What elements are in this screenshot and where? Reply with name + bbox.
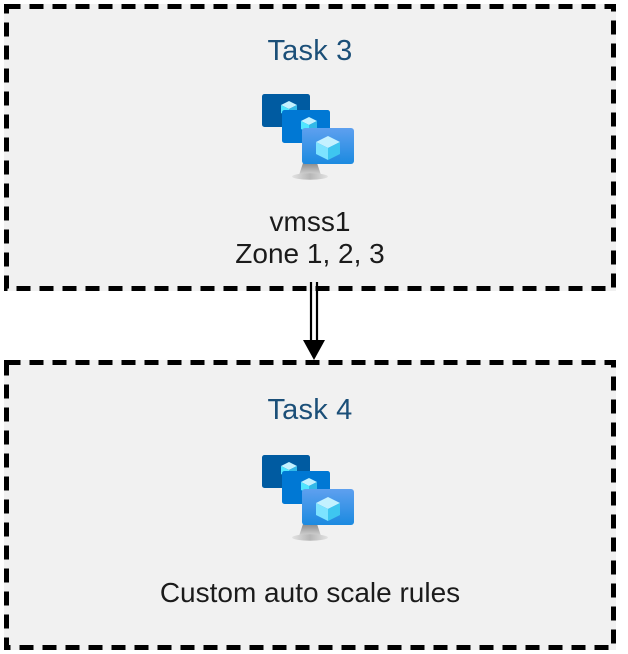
task-title-task3: Task 3 bbox=[267, 35, 353, 67]
task-title-task4: Task 4 bbox=[267, 394, 353, 426]
task-caption-task4: Custom auto scale rules bbox=[159, 577, 461, 608]
arrowhead-icon bbox=[303, 340, 325, 360]
task-box-task4[interactable]: Task 4 bbox=[4, 360, 616, 650]
task-box-task3[interactable]: Task 3 bbox=[4, 4, 616, 291]
vmss-icon bbox=[262, 94, 354, 180]
connector-arrow-task3-to-task4 bbox=[303, 282, 325, 360]
vmss-icon bbox=[262, 455, 354, 541]
task-caption-task3: vmss1 Zone 1, 2, 3 bbox=[235, 206, 385, 269]
